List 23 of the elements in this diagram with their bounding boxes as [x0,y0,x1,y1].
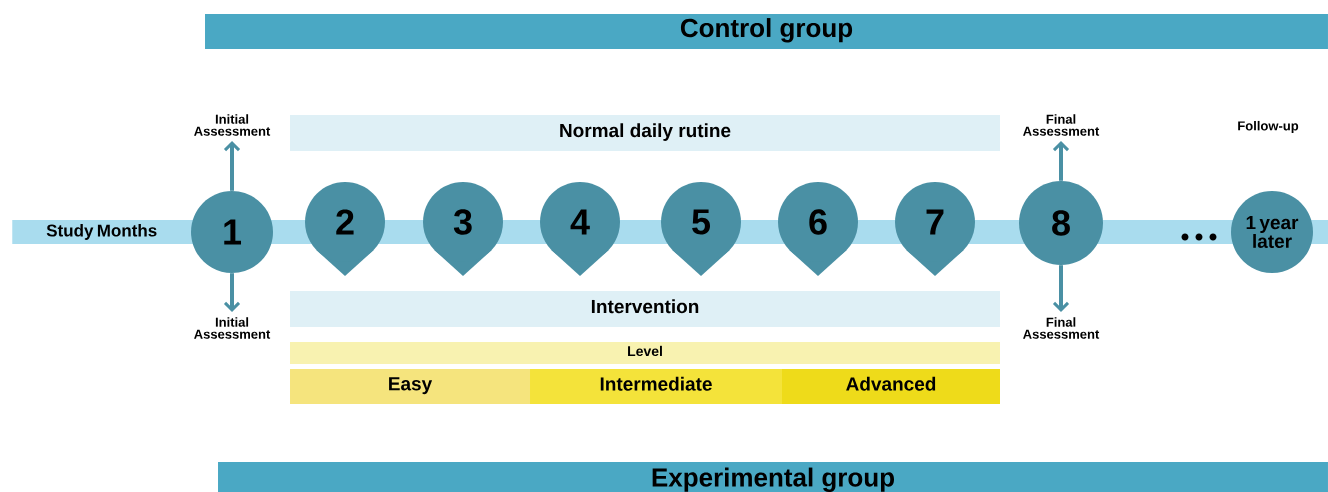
month-pin: 3 [423,182,503,276]
month-pin: 4 [540,182,620,276]
month-pin: 2 [305,182,385,276]
band: Level [290,342,1000,364]
groupband: Experimental group [218,462,1328,492]
assessment-label: Initial Assessment [194,114,271,136]
column-heading: Follow-up [1238,120,1299,134]
band: Intermediate [530,369,782,404]
arrow [223,273,241,313]
band: Normal daily rutine [290,115,1000,151]
band: Advanced [782,369,1000,404]
arrow [223,140,241,191]
assessment-label: Initial Assessment [194,317,271,339]
assessment-label: Final Assessment [1023,114,1100,136]
month-pin: 6 [778,182,858,276]
band: Easy [290,369,530,404]
band: Intervention [290,291,1000,327]
arrow [1052,265,1070,313]
assessment-label: Final Assessment [1023,317,1100,339]
groupband: Control group [205,14,1328,49]
month-pin: 5 [661,182,741,276]
arrow [1052,140,1070,181]
month-pin: 7 [895,182,975,276]
